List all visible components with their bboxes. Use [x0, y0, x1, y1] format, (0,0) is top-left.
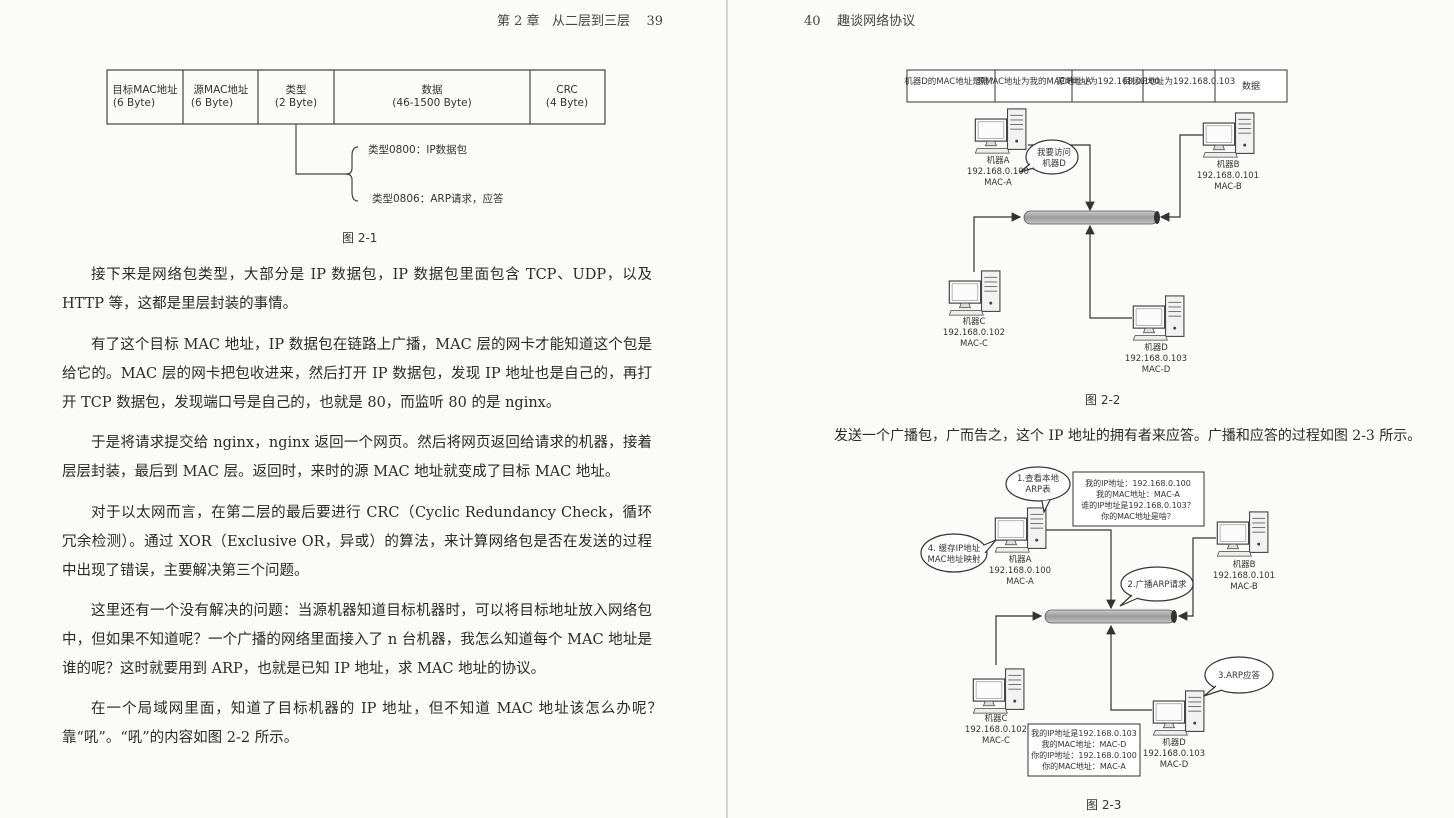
packet-field: 数据	[1242, 80, 1260, 92]
machine-mac: MAC-C	[982, 736, 1010, 746]
page-header: 40 趣谈网络协议	[804, 10, 915, 29]
speech-bubble: 4. 缓存IP地址 MAC地址映射	[920, 533, 997, 573]
machine-ip: 192.168.0.101	[1213, 571, 1275, 581]
machine-name: 机器D	[1162, 737, 1186, 748]
packet-field: 源IP地址为192.168.0.100	[1056, 76, 1160, 87]
page-gutter	[726, 0, 728, 818]
request-line: 谁的IP地址是192.168.0.103？	[1081, 500, 1195, 510]
machine-ip: 192.168.0.100	[989, 566, 1051, 576]
machine-ip: 192.168.0.103	[1125, 354, 1187, 364]
body-paragraph: 在一个局域网里面，知道了目标机器的 IP 地址，但不知道 MAC 地址该怎么办呢…	[62, 701, 662, 746]
machine-name: 机器C	[963, 316, 986, 327]
body-paragraph: 对于以太网而言，在第二层的最后要进行 CRC（Cyclic Redundancy…	[62, 505, 652, 579]
frame-field-size: (46-1500 Byte)	[392, 97, 471, 109]
body-paragraph: 发送一个广播包，广而告之，这个 IP 地址的拥有者来应答。广播和应答的过程如图 …	[834, 428, 1422, 444]
speech-bubble: 2.广播ARP请求	[1119, 566, 1194, 607]
computer-icon	[1152, 690, 1205, 736]
chapter-label: 第 2 章	[497, 14, 540, 29]
bubble-text: 4. 缓存IP地址	[928, 543, 981, 554]
frame-field-size: (6 Byte)	[113, 97, 155, 109]
packet-field: 目标IP地址为192.168.0.103	[1123, 76, 1235, 87]
speech-bubble: 我要访问 机器D	[1019, 139, 1079, 175]
page-number: 39	[646, 14, 664, 29]
reply-line: 我的MAC地址：MAC-D	[1042, 739, 1127, 749]
frame-field-size: (6 Byte)	[191, 97, 233, 109]
type-0806-label: 类型0806：ARP请求，应答	[372, 192, 504, 205]
machine-name: 机器C	[985, 713, 1008, 724]
body-paragraph: 接下来是网络包类型，大部分是 IP 数据包，IP 数据包里面包含 TCP、UDP…	[62, 267, 652, 312]
request-line: 我的MAC地址：MAC-A	[1096, 489, 1180, 499]
packet-field: 机器D的MAC地址是啥？	[904, 76, 997, 87]
bubble-text: MAC地址映射	[928, 554, 981, 565]
machine-mac: MAC-C	[960, 339, 988, 349]
machine-name: 机器B	[1233, 559, 1256, 570]
left-page: 第 2 章 从二层到三层 39 目标MAC地址 (6 Byte) 源MAC地址 …	[0, 0, 726, 818]
machine-mac: MAC-D	[1160, 760, 1189, 770]
book-title: 趣谈网络协议	[837, 14, 916, 29]
bubble-text: 2.广播ARP请求	[1128, 579, 1187, 590]
computer-icon	[972, 668, 1025, 714]
machine-ip: 192.168.0.102	[965, 725, 1027, 735]
computer-icon	[994, 507, 1047, 553]
machine-ip: 192.168.0.102	[943, 328, 1005, 338]
ethernet-bus	[1044, 609, 1176, 624]
frame-field-size: (2 Byte)	[275, 97, 317, 109]
bubble-text: 我要访问	[1037, 147, 1071, 158]
machine-name: 机器D	[1144, 342, 1168, 353]
reply-line: 你的MAC地址：MAC-A	[1042, 761, 1126, 771]
packet-field: 源MAC地址为我的MAC地址-A	[977, 76, 1092, 87]
computer-icon	[948, 270, 1001, 316]
machine-ip: 192.168.0.100	[967, 167, 1029, 177]
bubble-text: 1.查看本地	[1017, 473, 1060, 484]
page-number: 40	[804, 14, 821, 29]
figure-caption: 图 2-2	[1085, 393, 1121, 407]
figure-caption: 图 2-3	[1086, 798, 1122, 812]
bubble-text: 机器D	[1042, 158, 1066, 169]
computer-icon	[1216, 511, 1269, 557]
machine-ip: 192.168.0.101	[1197, 171, 1259, 181]
figures-svg: 机器D的MAC地址是啥？ 源MAC地址为我的MAC地址-A 源IP地址为192.…	[904, 69, 1288, 777]
machine-name: 机器B	[1217, 159, 1240, 170]
frame-field-name: CRC	[556, 84, 577, 96]
right-page: 40 趣谈网络协议	[728, 0, 1454, 818]
request-line: 我的IP地址：192.168.0.100	[1085, 478, 1191, 488]
figure-caption: 图 2-1	[342, 231, 378, 245]
body-paragraph: 这里还有一个没有解决的问题：当源机器知道目标机器时，可以将目标地址放入网络包中，…	[62, 603, 652, 677]
arp-reply-box: 我的IP地址是192.168.0.103 我的MAC地址：MAC-D 你的IP地…	[1027, 723, 1141, 777]
figure-2-3: 1.查看本地 ARP表 我的IP地址：192.168.0.100 我的MAC地址…	[920, 466, 1275, 777]
bubble-text: ARP表	[1025, 484, 1051, 495]
reply-line: 你的IP地址：192.168.0.100	[1031, 750, 1137, 760]
page-header: 第 2 章 从二层到三层 39	[497, 10, 663, 29]
figure-2-2: 机器D的MAC地址是啥？ 源MAC地址为我的MAC地址-A 源IP地址为192.…	[904, 69, 1288, 375]
body-paragraph: 有了这个目标 MAC 地址，IP 数据包在链路上广播，MAC 层的网卡才能知道这…	[62, 337, 652, 411]
body-paragraph: 于是将请求提交给 nginx，nginx 返回一个网页。然后将网页返回给请求的机…	[62, 435, 652, 480]
computer-icon	[1202, 112, 1255, 158]
packet-header-box	[906, 69, 1288, 103]
frame-field-name: 目标MAC地址	[112, 83, 178, 96]
frame-field-name: 数据	[422, 83, 443, 96]
type-0800-label: 类型0800：IP数据包	[368, 143, 468, 156]
figure-2-1-frame-diagram: 目标MAC地址 (6 Byte) 源MAC地址 (6 Byte) 类型 (2 B…	[106, 69, 606, 205]
speech-bubble: 1.查看本地 ARP表	[1005, 466, 1071, 514]
machine-ip: 192.168.0.103	[1143, 749, 1205, 759]
computer-icon	[974, 108, 1027, 154]
request-line: 你的MAC地址是啥？	[1101, 511, 1175, 521]
frame-field-name: 类型	[286, 83, 307, 96]
computer-icon	[1132, 295, 1185, 341]
frame-field-name: 源MAC地址	[194, 83, 249, 96]
machine-mac: MAC-A	[984, 178, 1012, 188]
machine-name: 机器A	[987, 155, 1010, 166]
arp-request-box: 我的IP地址：192.168.0.100 我的MAC地址：MAC-A 谁的IP地…	[1072, 471, 1205, 527]
speech-bubble: 3.ARP应答	[1203, 656, 1274, 697]
reply-line: 我的IP地址是192.168.0.103	[1031, 728, 1137, 738]
machine-mac: MAC-B	[1230, 582, 1258, 592]
ethernet-bus	[1023, 210, 1159, 225]
frame-field-size: (4 Byte)	[546, 97, 588, 109]
chapter-title: 从二层到三层	[551, 14, 630, 29]
machine-name: 机器A	[1009, 554, 1032, 565]
machine-mac: MAC-D	[1142, 365, 1171, 375]
machine-mac: MAC-A	[1006, 577, 1034, 587]
bubble-text: 3.ARP应答	[1218, 670, 1260, 681]
machine-mac: MAC-B	[1214, 182, 1242, 192]
